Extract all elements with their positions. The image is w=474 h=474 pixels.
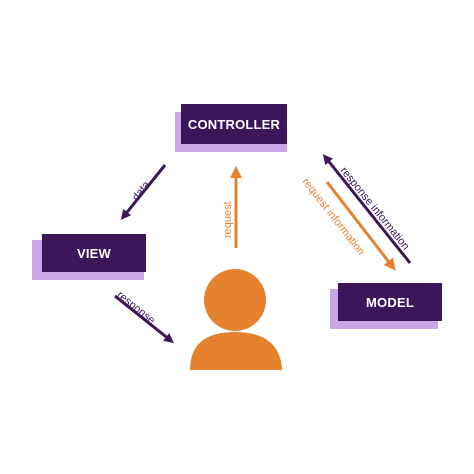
response-arrow [114, 294, 174, 344]
data-arrow [120, 164, 167, 220]
view-node: VIEW [32, 234, 148, 280]
controller-box-side [179, 144, 287, 152]
response-information-arrow [322, 154, 412, 264]
controller-box-depth [175, 112, 181, 152]
request-information-arrow [325, 181, 396, 271]
model-box-depth [330, 289, 338, 329]
view-box-bottom [36, 272, 144, 280]
view-box-depth [32, 240, 42, 280]
controller-node: CONTROLLER [175, 104, 293, 152]
model-node: MODEL [330, 283, 442, 329]
request-label: request [222, 201, 234, 238]
model-box-bottom [334, 321, 438, 329]
model-label: MODEL [338, 283, 442, 321]
view-label: VIEW [42, 234, 146, 272]
controller-label: CONTROLLER [181, 104, 287, 144]
person-icon [190, 269, 282, 370]
